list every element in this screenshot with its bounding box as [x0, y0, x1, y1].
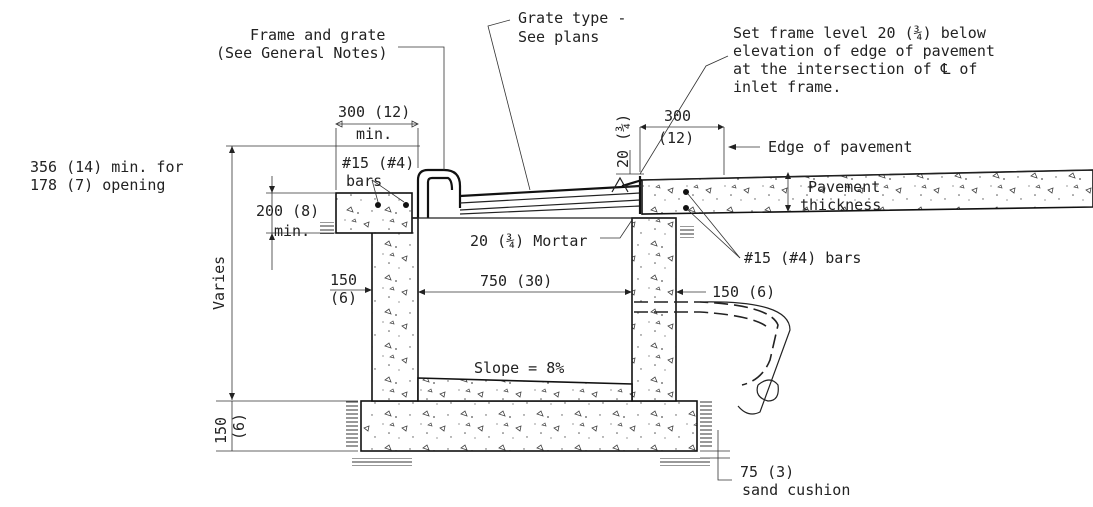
dim-300-12-label: 300 (12) — [338, 103, 410, 121]
grate-frame — [416, 168, 462, 218]
varies-label: Varies — [210, 256, 228, 310]
frame-and-grate-label-2: (See General Notes) — [216, 44, 388, 62]
curb-block-left — [335, 192, 413, 234]
edge-of-pavement-label: Edge of pavement — [768, 138, 913, 156]
dim-min-left-label: min. — [274, 222, 310, 240]
left-wall — [371, 217, 419, 402]
mortar-label: 20 (¾) Mortar — [470, 232, 587, 250]
soil-bottom-left — [352, 458, 412, 466]
pavement-thickness-label-2: thickness — [800, 196, 881, 214]
labels: Frame and grate (See General Notes) Grat… — [30, 9, 995, 499]
frame-and-grate-label-1: Frame and grate — [250, 26, 385, 44]
set-frame-note-4: inlet frame. — [733, 78, 841, 96]
dim-12-label: (12) — [658, 129, 694, 147]
soil-left-top — [320, 222, 334, 234]
dim-150-left-label-1: 150 — [330, 271, 357, 289]
sloped-invert — [417, 377, 633, 402]
dim-200-8-label: 200 (8) — [256, 202, 319, 220]
dimension-lines — [216, 19, 791, 481]
outlet-pipe — [634, 301, 791, 415]
bars-left-label-1: #15 (#4) — [342, 154, 414, 172]
dim-750-30-label: 750 (30) — [480, 272, 552, 290]
base-slab — [360, 400, 698, 452]
dim-150-right-label: 150 (6) — [712, 283, 775, 301]
soil-bottom-right — [660, 458, 710, 466]
grate-type-label-2: See plans — [518, 28, 599, 46]
bars-left-label-2: bars — [346, 172, 382, 190]
dim-6-bottom-label: (6) — [230, 413, 248, 440]
bar-right-1 — [683, 189, 689, 195]
soil-right-top — [680, 226, 694, 238]
set-frame-note-1: Set frame level 20 (¾) below — [733, 24, 987, 42]
right-wall — [631, 217, 677, 402]
soil-left-base — [346, 401, 358, 447]
dim-356-label-2: 178 (7) opening — [30, 176, 165, 194]
inlet-structure — [320, 168, 1093, 466]
dim-75-3-label: 75 (3) — [740, 463, 794, 481]
dim-300-label: 300 — [664, 107, 691, 125]
slope-label: Slope = 8% — [474, 359, 564, 377]
dim-min-top-label: min. — [356, 125, 392, 143]
sand-cushion-label: sand cushion — [742, 481, 850, 499]
dim-150-left-label-2: (6) — [330, 289, 357, 307]
bar-right-2 — [683, 205, 689, 211]
bar-left-2 — [403, 202, 409, 208]
soil-right-base — [700, 401, 712, 447]
dim-150-bottom-label: 150 — [212, 417, 230, 444]
bar-left-1 — [375, 202, 381, 208]
set-frame-note-3: at the intersection of ℄ of — [733, 60, 977, 78]
grate — [459, 176, 643, 215]
pavement-thickness-label-1: Pavement — [808, 178, 880, 196]
grate-type-label-1: Grate type - — [518, 9, 626, 27]
dim-20-34-vertical-label: 20 (¾) — [614, 114, 632, 168]
bars-right-label: #15 (#4) bars — [744, 249, 861, 267]
dim-356-label-1: 356 (14) min. for — [30, 158, 184, 176]
set-frame-note-2: elevation of edge of pavement — [733, 42, 995, 60]
